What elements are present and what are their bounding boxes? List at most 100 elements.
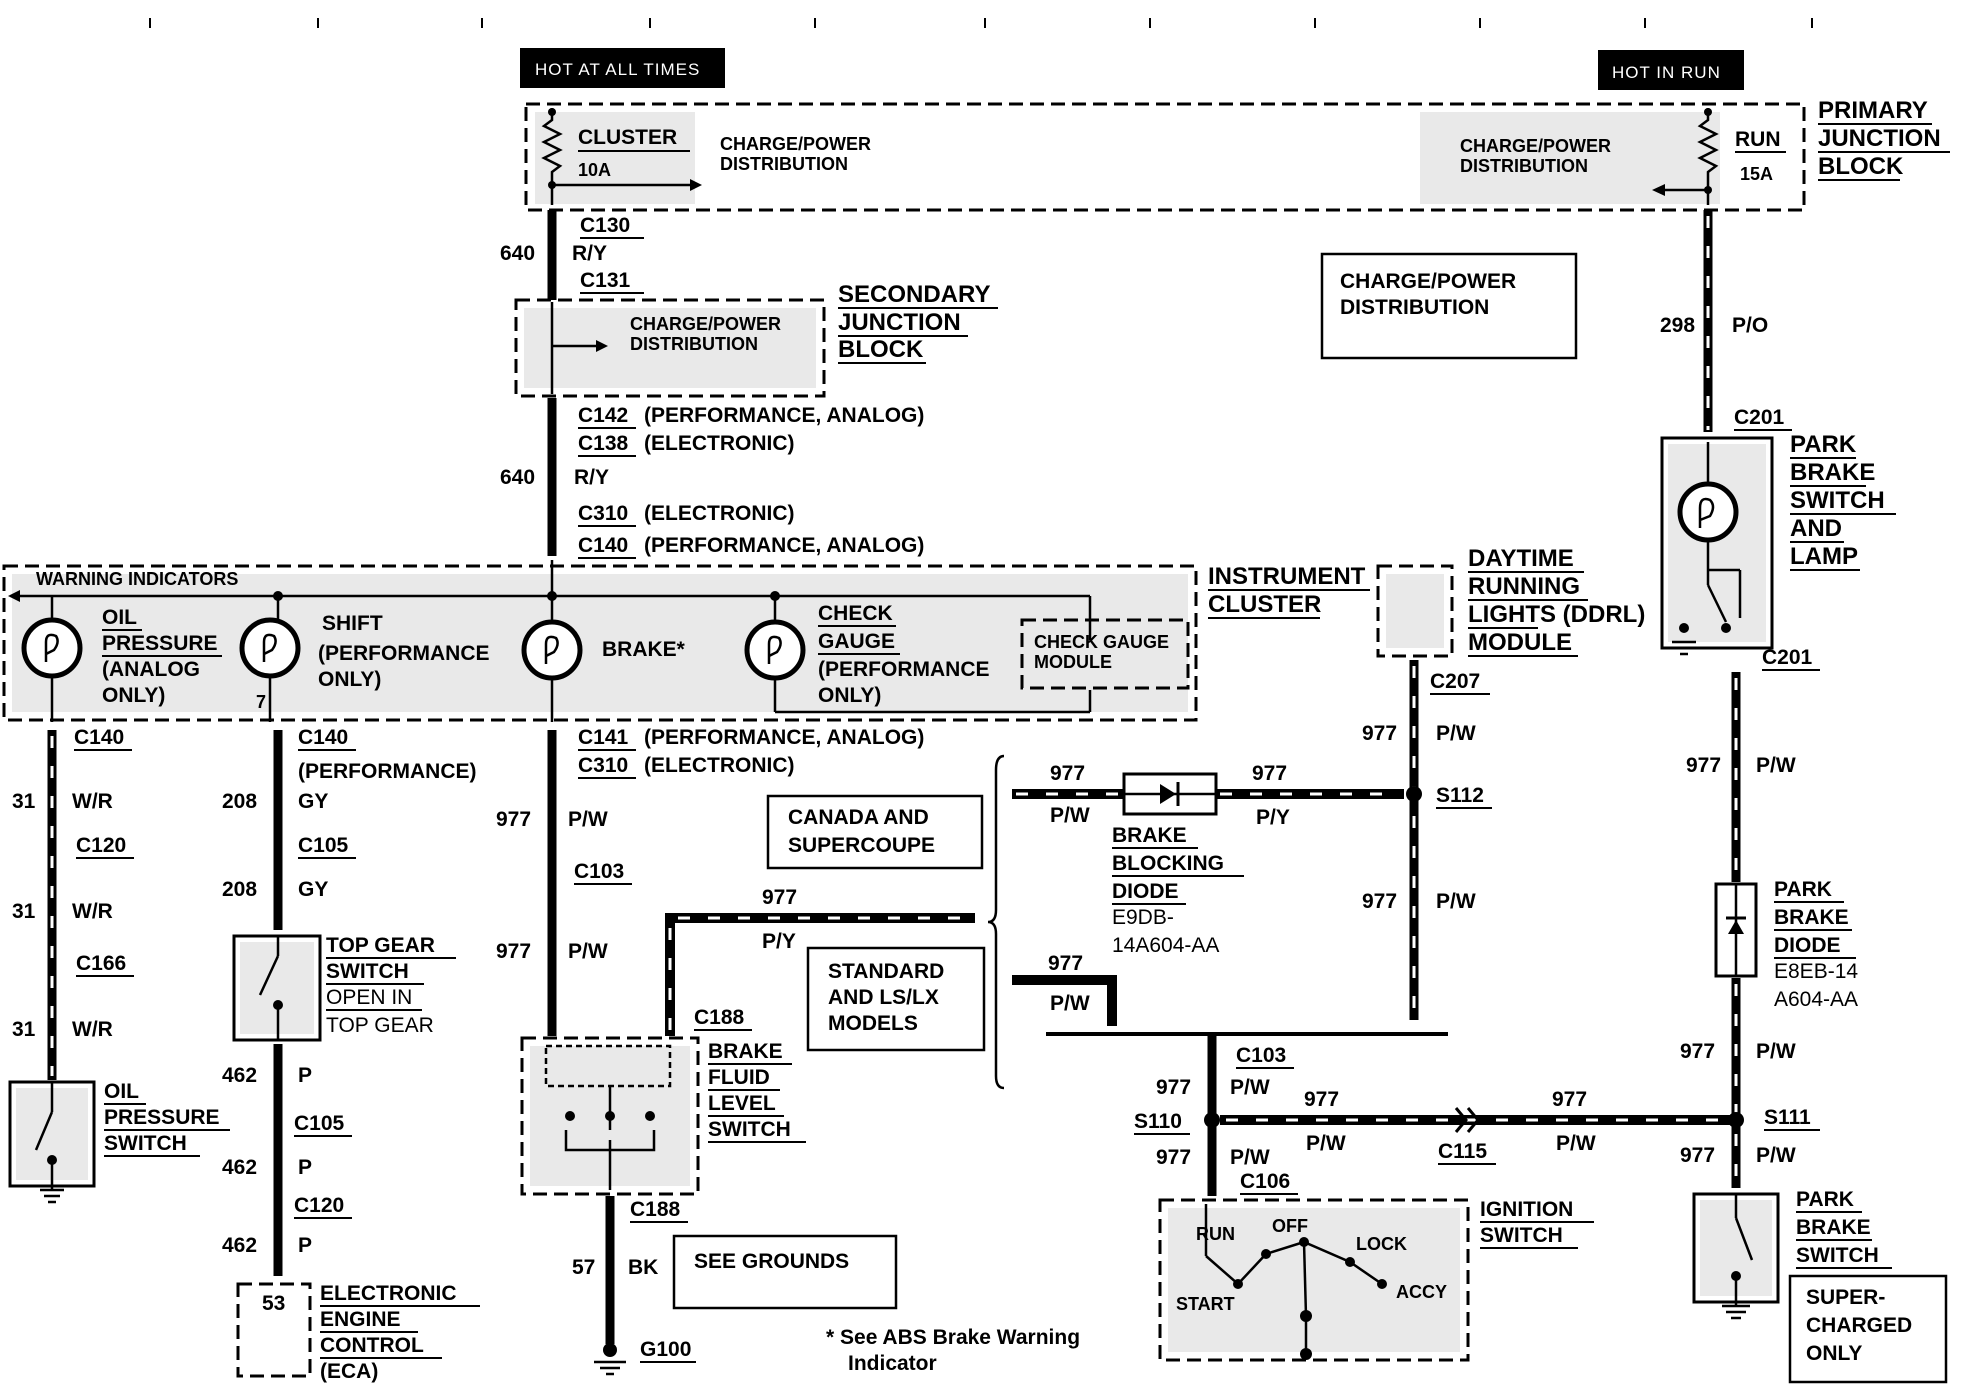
ign-pos-run: RUN: [1196, 1224, 1235, 1244]
shift-c140-note: (PERFORMANCE): [298, 760, 477, 783]
ign-title-2: SWITCH: [1480, 1224, 1563, 1247]
brake-977-b: 977: [496, 940, 531, 963]
cluster-fuse: [541, 108, 702, 205]
std-pw: P/W: [1050, 992, 1090, 1015]
park-pw-c: P/W: [1756, 1144, 1796, 1167]
ign-pw-a: P/W: [1230, 1076, 1270, 1099]
diode-title-2: BLOCKING: [1112, 852, 1224, 875]
cluster-fuse-rating: 10A: [578, 160, 611, 180]
diode-symbol-icon: [1124, 782, 1216, 806]
footnote-2: Indicator: [848, 1352, 937, 1375]
instrument-cluster: [2, 564, 1198, 722]
park-diode-part-2: A604-AA: [1774, 988, 1858, 1011]
oil-c140: C140: [74, 726, 124, 749]
ign-pos-lock: LOCK: [1356, 1234, 1407, 1254]
diode-in-977: 977: [1050, 762, 1085, 785]
shift-p-c: P: [298, 1234, 312, 1257]
fluid-switch-3: LEVEL: [708, 1092, 776, 1115]
ign-pos-accy: ACCY: [1396, 1282, 1447, 1302]
park-lamp-title-5: LAMP: [1790, 543, 1858, 570]
c115-label: C115: [1438, 1140, 1487, 1163]
c188-label: C188: [694, 1006, 745, 1029]
oil-c120: C120: [76, 834, 126, 857]
c140-note: (PERFORMANCE, ANALOG): [644, 534, 924, 557]
wire-298-circuit: 298: [1660, 314, 1695, 337]
shift-c140: C140: [298, 726, 348, 749]
primary-dist-right-1: CHARGE/POWER: [1460, 136, 1611, 156]
ignition-switch: [1158, 1198, 1470, 1362]
secondary-dist-2: DISTRIBUTION: [630, 334, 758, 354]
diode-title-1: BRAKE: [1112, 824, 1187, 847]
c207-label: C207: [1430, 670, 1480, 693]
ddrl-module: [1376, 564, 1454, 658]
fluid-switch-4: SWITCH: [708, 1118, 791, 1141]
py-977-label: 977: [762, 886, 797, 909]
c140-label: C140: [578, 534, 628, 557]
secondary-title-2: JUNCTION: [838, 309, 961, 336]
check-label-1: CHECK: [818, 602, 893, 625]
ign-title-1: IGNITION: [1480, 1198, 1573, 1221]
s111-label: S111: [1764, 1106, 1811, 1129]
c201-top-label: C201: [1734, 406, 1785, 429]
park-pw-b: P/W: [1756, 1040, 1796, 1063]
canada-supercoupe-box: [766, 794, 984, 870]
oil-label-1: OIL: [102, 606, 137, 629]
canada-1: CANADA AND: [788, 806, 929, 829]
run-fuse: [1652, 108, 1719, 205]
ign-pos-off: OFF: [1272, 1216, 1308, 1236]
primary-junction-title-2: JUNCTION: [1818, 125, 1941, 152]
primary-junction-block: [524, 102, 1806, 212]
primary-dist-left-1: CHARGE/POWER: [720, 134, 871, 154]
brake-label: BRAKE*: [602, 638, 686, 661]
hot-at-all-times-badge: [520, 48, 725, 88]
shift-label-3: ONLY): [318, 668, 381, 691]
fluid-switch-2: FLUID: [708, 1066, 770, 1089]
wire-640-color-2: R/Y: [574, 466, 609, 489]
check-label-4: ONLY): [818, 684, 881, 707]
top-gear-4: TOP GEAR: [326, 1014, 434, 1037]
ddrl-pw-a: P/W: [1436, 722, 1476, 745]
ddrl-977-b: 977: [1362, 890, 1397, 913]
park-diode-part-1: E8EB-14: [1774, 960, 1858, 983]
s111-pw: P/W: [1556, 1132, 1596, 1155]
module-label-2: MODULE: [1034, 652, 1112, 672]
shift-gy-b: GY: [298, 878, 328, 901]
fluid-switch-1: BRAKE: [708, 1040, 783, 1063]
c310b-label: C310: [578, 754, 628, 777]
oil-label-2: PRESSURE: [102, 632, 218, 655]
see-grounds-box: [672, 1234, 898, 1310]
oil-lamp-icon: [21, 596, 83, 722]
oil-31-a: 31: [12, 790, 36, 813]
park-switch-1: PARK: [1796, 1188, 1854, 1211]
wire-298-color: P/O: [1732, 314, 1768, 337]
park-pw-a: P/W: [1756, 754, 1796, 777]
ddrl-title-4: MODULE: [1468, 629, 1572, 656]
hot-in-run-label: HOT IN RUN: [1612, 63, 1721, 82]
shift-c105: C105: [298, 834, 349, 857]
wire-640-color: R/Y: [572, 242, 607, 265]
ign-pw-b: P/W: [1230, 1146, 1270, 1169]
shift-pin-label: 7: [256, 692, 266, 712]
top-gear-2: SWITCH: [326, 960, 409, 983]
diode-in-pw: P/W: [1050, 804, 1090, 827]
oil-31-b: 31: [12, 900, 36, 923]
option-brace: [987, 754, 1005, 1090]
primary-right-shade: [1420, 112, 1720, 204]
check-gauge-module: [1020, 618, 1190, 690]
check-label-2: GAUGE: [818, 630, 895, 653]
ign-c103: C103: [1236, 1044, 1286, 1067]
eec-label-4: (ECA): [320, 1360, 378, 1383]
wire-640-circuit-2: 640: [500, 466, 535, 489]
s111-splice: [1728, 1112, 1744, 1128]
oil-switch-3: SWITCH: [104, 1132, 187, 1155]
oil-c166: C166: [76, 952, 126, 975]
shift-label-2: (PERFORMANCE: [318, 642, 490, 665]
shift-208-b: 208: [222, 878, 257, 901]
warning-indicators-label: WARNING INDICATORS: [36, 569, 238, 589]
supercharged-3: ONLY: [1806, 1342, 1862, 1365]
cluster-title-1: INSTRUMENT: [1208, 563, 1366, 590]
run-fuse-name: RUN: [1735, 128, 1781, 151]
oil-switch-2: PRESSURE: [104, 1106, 220, 1129]
shift-lamp-icon: [239, 596, 301, 722]
oil-switch-icon: [34, 1082, 64, 1204]
